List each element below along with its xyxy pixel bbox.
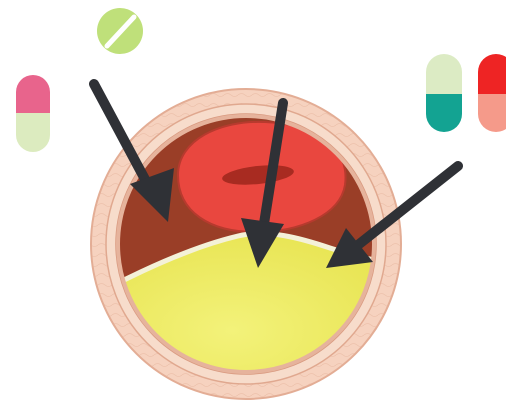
green-teal-capsule bbox=[426, 54, 462, 132]
capsule-bottom-teal bbox=[426, 94, 462, 132]
capsule-top-light-green bbox=[426, 54, 462, 94]
capsule-top-red bbox=[478, 54, 506, 94]
capsule-top-pink bbox=[16, 75, 50, 113]
pink-green-capsule bbox=[16, 75, 50, 152]
red-salmon-capsule bbox=[478, 54, 506, 132]
capsule-bottom-salmon bbox=[478, 94, 506, 132]
capsule-bottom-green bbox=[16, 113, 50, 152]
round-tablet bbox=[97, 8, 143, 54]
